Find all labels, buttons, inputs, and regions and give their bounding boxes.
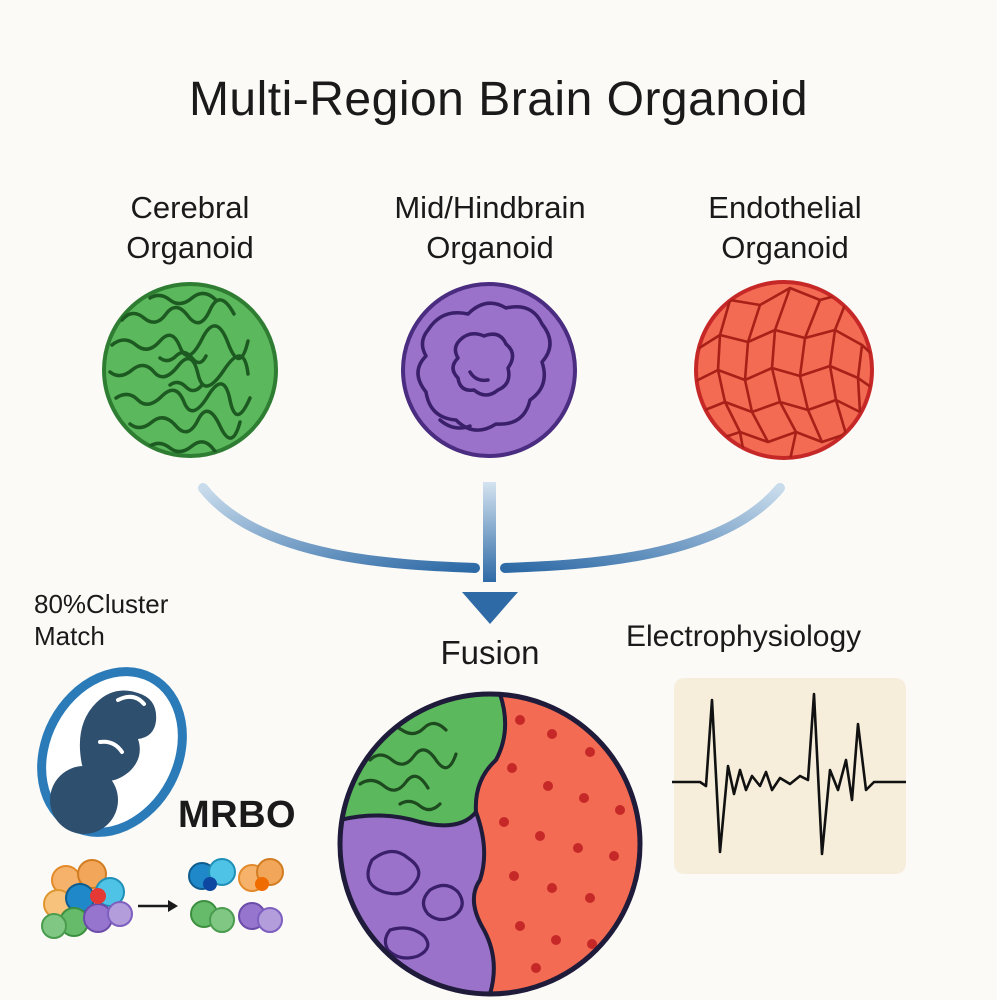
ecg-trace-icon: [672, 678, 906, 874]
cerebral-organoid-icon: [102, 282, 278, 458]
cluster-match-line1: 80%Cluster: [34, 589, 169, 619]
cluster-match-line2: Match: [34, 621, 105, 651]
sorted-cells-icon: [188, 858, 284, 933]
diagram-title: Multi-Region Brain Organoid: [188, 73, 809, 126]
label-midhindbrain-line1: Mid/Hindbrain: [394, 190, 586, 225]
fetus-icon: [37, 667, 187, 837]
fusion-organoid-icon: [337, 691, 643, 997]
arrow-icon: [138, 900, 178, 912]
fusion-label: Fusion: [440, 634, 540, 671]
endothelial-organoid-icon: [694, 280, 874, 460]
label-cerebral-line1: Cerebral: [130, 190, 250, 225]
midhindbrain-organoid-icon: [401, 282, 577, 458]
label-endothelial-line2: Organoid: [721, 230, 849, 265]
label-midhindbrain: Mid/Hindbrain Organoid: [350, 188, 630, 268]
cell-cluster-icon: [41, 859, 133, 939]
cluster-match-label: 80%Cluster Match: [34, 588, 234, 652]
label-cerebral-line2: Organoid: [126, 230, 254, 265]
label-midhindbrain-line2: Organoid: [426, 230, 554, 265]
mrbo-label: MRBO: [178, 794, 297, 836]
label-endothelial: Endothelial Organoid: [670, 188, 900, 268]
label-cerebral: Cerebral Organoid: [90, 188, 290, 268]
label-endothelial-line1: Endothelial: [708, 190, 862, 225]
electrophysiology-label: Electrophysiology: [626, 620, 862, 653]
merge-arrow-icon: [198, 482, 785, 624]
